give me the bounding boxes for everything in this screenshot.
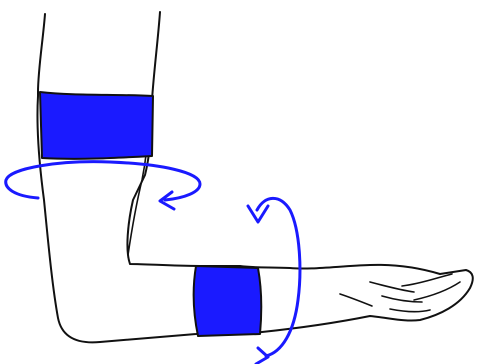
upper-arm-band — [40, 92, 153, 159]
forearm-band — [194, 266, 262, 336]
